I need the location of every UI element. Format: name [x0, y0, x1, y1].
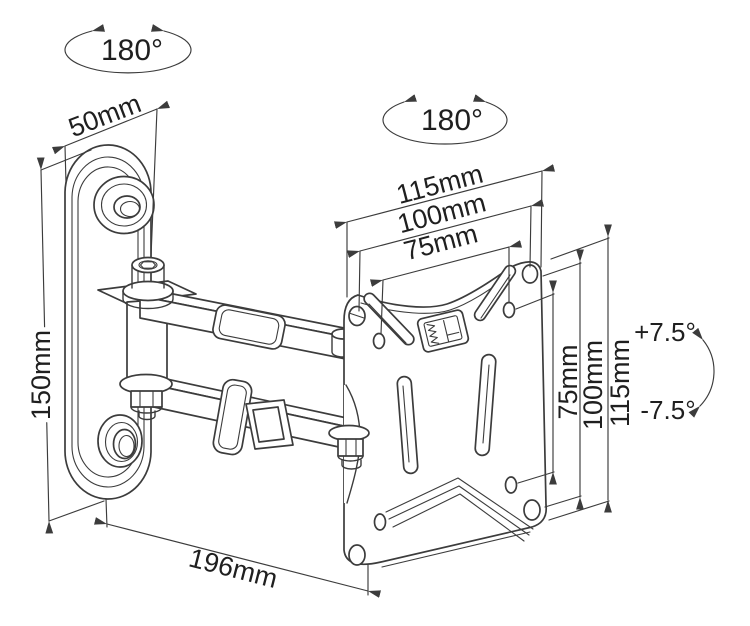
vesa-bottom-thickness [381, 531, 531, 568]
vesa-slot-vertical-left [396, 375, 419, 475]
arm-top-pivot [122, 256, 174, 310]
hole-small-bottom-left [373, 513, 387, 531]
dim-196mm: 196mm [93, 498, 382, 598]
hole-bottom-left [348, 544, 366, 566]
cable-loop [245, 399, 294, 450]
swivel-arc-wall: 180° [64, 24, 192, 74]
cable-clip-top [212, 304, 286, 350]
vesa-ribs [385, 477, 534, 542]
label-tilt-down: -7.5° [640, 395, 695, 425]
vesa-bracket-bottom-pivot [328, 424, 370, 470]
dim-right-115mm: 115mm [548, 224, 635, 521]
label-wall-plate-height: 150mm [26, 330, 56, 420]
hole-top-right [521, 264, 539, 284]
hole-small-top-left [372, 332, 386, 350]
label-tilt-up: +7.5° [634, 317, 696, 347]
vesa-plate [328, 261, 548, 568]
dim-150mm: 150mm [22, 149, 105, 534]
vesa-slot-diagonal-left [363, 292, 415, 346]
cable-clip-bottom [212, 378, 253, 456]
label-side-height-mid: 100mm [578, 340, 608, 430]
hex-nut [130, 390, 163, 408]
label-swivel-right: 180° [421, 104, 483, 137]
hole-small-bottom-right [504, 476, 518, 494]
tilt-ratchet [416, 309, 470, 353]
label-arm-reach: 196mm [186, 543, 281, 594]
wall-plate-bottom-boss [97, 414, 143, 468]
hex-socket [139, 261, 157, 269]
swivel-arc-vesa: 180° [382, 94, 508, 145]
label-swivel-left: 180° [101, 34, 163, 67]
tilt-arc: +7.5° -7.5° [634, 317, 715, 425]
wall-plate-top-boss [93, 175, 155, 235]
arm-bottom-pivot [119, 373, 173, 421]
wall-plate-rim [71, 156, 145, 488]
label-wall-plate-width: 50mm [64, 88, 145, 143]
arm-assembly [97, 256, 357, 456]
hole-small-top-right [502, 301, 516, 319]
wall-plate [64, 144, 155, 500]
hole-bottom-right [523, 499, 541, 521]
label-side-height-outer: 115mm [605, 339, 635, 427]
dim-right-100mm: 100mm [542, 249, 608, 510]
ratchet-teeth [426, 323, 440, 344]
